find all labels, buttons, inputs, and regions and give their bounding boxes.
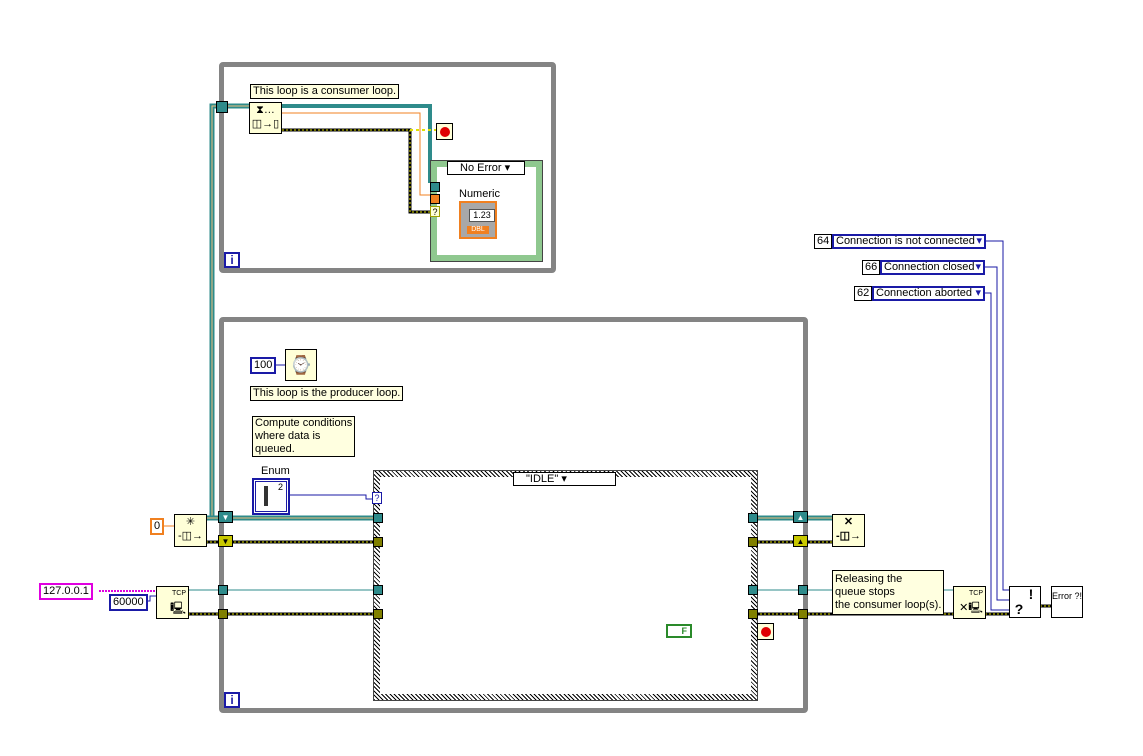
error-enum-closed[interactable]: Connection closed▾	[880, 260, 985, 275]
error-shift-register-left: ▼	[218, 535, 233, 547]
close-connection-icon: ✕🖳	[959, 602, 983, 614]
dropdown-arrow-icon: ▾	[975, 261, 981, 273]
case-queue-tunnel	[430, 182, 440, 192]
enum-control[interactable]: 2	[252, 478, 290, 515]
slider-icon	[264, 486, 268, 506]
queue-shift-register-right: ▲	[793, 511, 808, 523]
dropdown-arrow-icon: ▾	[975, 287, 981, 299]
release-comment: Releasing the queue stops the consumer l…	[832, 570, 945, 615]
stop-icon	[440, 127, 450, 137]
obtain-queue-icon: ✳-◫→	[177, 516, 204, 542]
dequeue-element-node[interactable]: ⧗…◫→▯	[249, 102, 282, 134]
producer-case-structure[interactable]	[373, 470, 758, 701]
error-enum-not-connected[interactable]: Connection is not connected▾	[832, 234, 986, 249]
obtain-queue-node[interactable]: ✳-◫→	[174, 514, 207, 547]
dropdown-arrow-icon: ▾	[976, 235, 982, 247]
network-icon: 🖳	[169, 601, 186, 615]
release-queue-icon: ✕-◫→	[835, 516, 862, 542]
enum-label: Enum	[261, 465, 290, 477]
consumer-comment: This loop is a consumer loop.	[250, 84, 400, 99]
producer-comment: This loop is the producer loop.	[250, 386, 404, 401]
case-selector-terminal: ?	[430, 206, 440, 217]
error-code-66: 66	[862, 260, 881, 275]
consumer-stop-terminal[interactable]	[436, 123, 453, 140]
error-shift-register-right: ▲	[793, 535, 808, 547]
consumer-while-loop[interactable]	[219, 62, 556, 273]
watch-icon: ⌚	[289, 355, 313, 375]
wait-node[interactable]: ⌚	[285, 349, 317, 381]
tcp-open-connection-node[interactable]: TCP🖳	[156, 586, 189, 619]
numeric-label: Numeric	[459, 188, 500, 200]
wait-ms-constant[interactable]: 100	[250, 357, 277, 374]
numeric-indicator[interactable]: 1.23 DBL	[459, 201, 497, 239]
case-element-tunnel	[430, 194, 440, 204]
consumer-iteration-terminal: i	[224, 252, 240, 268]
queue-size-constant[interactable]: 0	[150, 518, 165, 535]
simple-error-handler-node[interactable]: Error ?!	[1051, 586, 1083, 618]
producer-case-selector[interactable]: "IDLE" ▾	[513, 472, 616, 486]
producer-selector-terminal: ?	[372, 492, 382, 504]
error-enum-aborted[interactable]: Connection aborted▾	[872, 286, 985, 301]
producer-stop-terminal[interactable]	[757, 623, 774, 640]
element-wire	[282, 112, 431, 196]
compute-conditions-comment: Compute conditions where data is queued.	[252, 416, 356, 457]
producer-iteration-terminal: i	[224, 692, 240, 708]
error-code-64: 64	[814, 234, 833, 249]
queue-tunnel	[216, 101, 228, 113]
clear-errors-node[interactable]: !?	[1009, 586, 1041, 618]
false-constant[interactable]: F	[666, 624, 692, 638]
address-constant[interactable]: 127.0.0.1	[39, 583, 93, 600]
port-constant[interactable]: 60000	[109, 594, 148, 611]
consumer-case-selector[interactable]: No Error ▾	[447, 161, 525, 175]
tcp-close-connection-node[interactable]: TCP✕🖳	[953, 586, 986, 619]
queue-shift-register-left: ▼	[218, 511, 233, 523]
stop-icon	[761, 627, 771, 637]
error-code-62: 62	[854, 286, 873, 301]
release-queue-node[interactable]: ✕-◫→	[832, 514, 865, 547]
dequeue-icon: ⧗…◫→▯	[251, 104, 280, 130]
